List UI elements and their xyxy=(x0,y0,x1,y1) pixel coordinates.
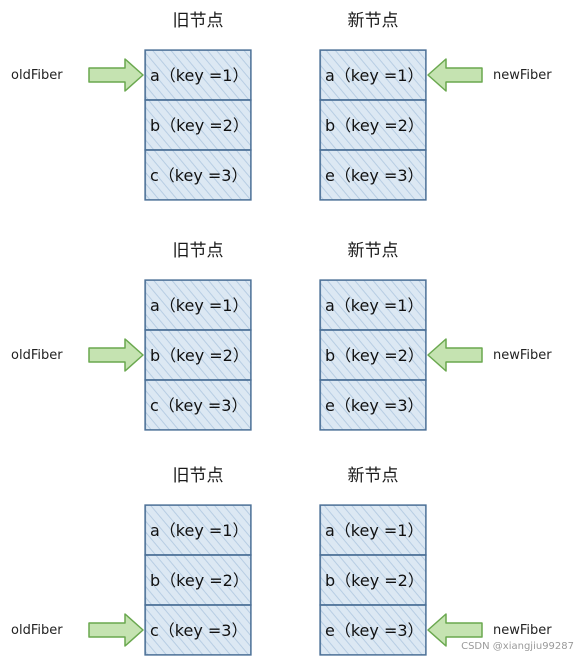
new-fiber-node xyxy=(319,329,427,381)
old-fiber-node xyxy=(144,329,252,381)
new-fiber-node xyxy=(319,379,427,431)
old-fiber-node-label: a（key =1） xyxy=(150,296,249,315)
new-fiber-node-outline xyxy=(320,150,426,200)
new-fiber-node-label: e（key =3） xyxy=(325,396,424,415)
new-fiber-node-label: e（key =3） xyxy=(325,166,424,185)
old-fiber-node xyxy=(144,279,252,331)
old-fiber-node-label: b（key =2） xyxy=(150,571,249,590)
new-fiber-label: newFiber xyxy=(493,68,552,83)
old-fiber-node-label: c（key =3） xyxy=(150,621,247,640)
old-fiber-node xyxy=(144,604,252,656)
diff-step-3: 旧节点新节点a（key =1）b（key =2）c（key =3）a（key =… xyxy=(11,466,552,656)
old-nodes-title: 旧节点 xyxy=(173,466,224,486)
new-fiber-list: a（key =1） b（key =2） e（key =3） xyxy=(319,504,427,656)
new-fiber-label: newFiber xyxy=(493,623,552,638)
arrow-left-icon xyxy=(427,338,483,372)
old-fiber-node-label: a（key =1） xyxy=(150,66,249,85)
new-fiber-pointer: newFiber xyxy=(427,338,552,372)
diff-step-1: 旧节点新节点a（key =1）b（key =2）c（key =3）a（key =… xyxy=(11,11,552,201)
new-fiber-node-label: b（key =2） xyxy=(325,116,424,135)
old-fiber-node xyxy=(144,99,252,151)
old-fiber-node-label: c（key =3） xyxy=(150,396,247,415)
arrow-right-icon xyxy=(88,58,144,92)
new-fiber-node xyxy=(319,504,427,556)
old-fiber-node xyxy=(144,554,252,606)
new-fiber-pointer: newFiber xyxy=(427,58,552,92)
old-fiber-node-outline xyxy=(145,605,251,655)
new-fiber-list: a（key =1） b（key =2） e（key =3） xyxy=(319,49,427,201)
new-fiber-node-label: a（key =1） xyxy=(325,66,424,85)
old-fiber-pointer: oldFiber xyxy=(11,58,144,92)
new-fiber-node xyxy=(319,149,427,201)
new-fiber-node-label: b（key =2） xyxy=(325,571,424,590)
arrow-right-icon xyxy=(88,338,144,372)
old-nodes-title: 旧节点 xyxy=(173,11,224,31)
new-fiber-node-label: a（key =1） xyxy=(325,521,424,540)
new-fiber-list: a（key =1） b（key =2） e（key =3） xyxy=(319,279,427,431)
old-fiber-node-label: c（key =3） xyxy=(150,166,247,185)
old-fiber-label: oldFiber xyxy=(11,623,63,638)
new-fiber-node xyxy=(319,604,427,656)
new-fiber-node xyxy=(319,49,427,101)
old-fiber-list: a（key =1） b（key =2） c（key =3） xyxy=(144,504,252,656)
new-fiber-pointer: newFiber xyxy=(427,613,552,647)
old-fiber-node-outline xyxy=(145,150,251,200)
new-fiber-node-label: e（key =3） xyxy=(325,621,424,640)
old-fiber-node-label: a（key =1） xyxy=(150,521,249,540)
new-fiber-label: newFiber xyxy=(493,348,552,363)
old-fiber-node xyxy=(144,149,252,201)
old-fiber-pointer: oldFiber xyxy=(11,613,144,647)
old-fiber-node-label: b（key =2） xyxy=(150,346,249,365)
old-fiber-node xyxy=(144,379,252,431)
arrow-left-icon xyxy=(427,58,483,92)
new-nodes-title: 新节点 xyxy=(348,466,399,486)
old-fiber-pointer: oldFiber xyxy=(11,338,144,372)
arrow-right-icon xyxy=(88,613,144,647)
diff-step-2: 旧节点新节点a（key =1）b（key =2）c（key =3）a（key =… xyxy=(11,241,552,431)
old-fiber-list: a（key =1） b（key =2） c（key =3） xyxy=(144,49,252,201)
new-fiber-node xyxy=(319,279,427,331)
csdn-watermark: CSDN @xiangjiu99287 xyxy=(461,641,574,652)
old-fiber-node-outline xyxy=(145,380,251,430)
new-fiber-node-label: b（key =2） xyxy=(325,346,424,365)
new-fiber-node-outline xyxy=(320,380,426,430)
old-fiber-list: a（key =1） b（key =2） c（key =3） xyxy=(144,279,252,431)
old-fiber-node-label: b（key =2） xyxy=(150,116,249,135)
new-nodes-title: 新节点 xyxy=(348,11,399,31)
new-fiber-node xyxy=(319,99,427,151)
new-fiber-node-label: a（key =1） xyxy=(325,296,424,315)
old-fiber-node xyxy=(144,49,252,101)
new-nodes-title: 新节点 xyxy=(348,241,399,261)
old-fiber-label: oldFiber xyxy=(11,68,63,83)
old-fiber-label: oldFiber xyxy=(11,348,63,363)
arrow-left-icon xyxy=(427,613,483,647)
old-nodes-title: 旧节点 xyxy=(173,241,224,261)
new-fiber-node-outline xyxy=(320,605,426,655)
old-fiber-node xyxy=(144,504,252,556)
